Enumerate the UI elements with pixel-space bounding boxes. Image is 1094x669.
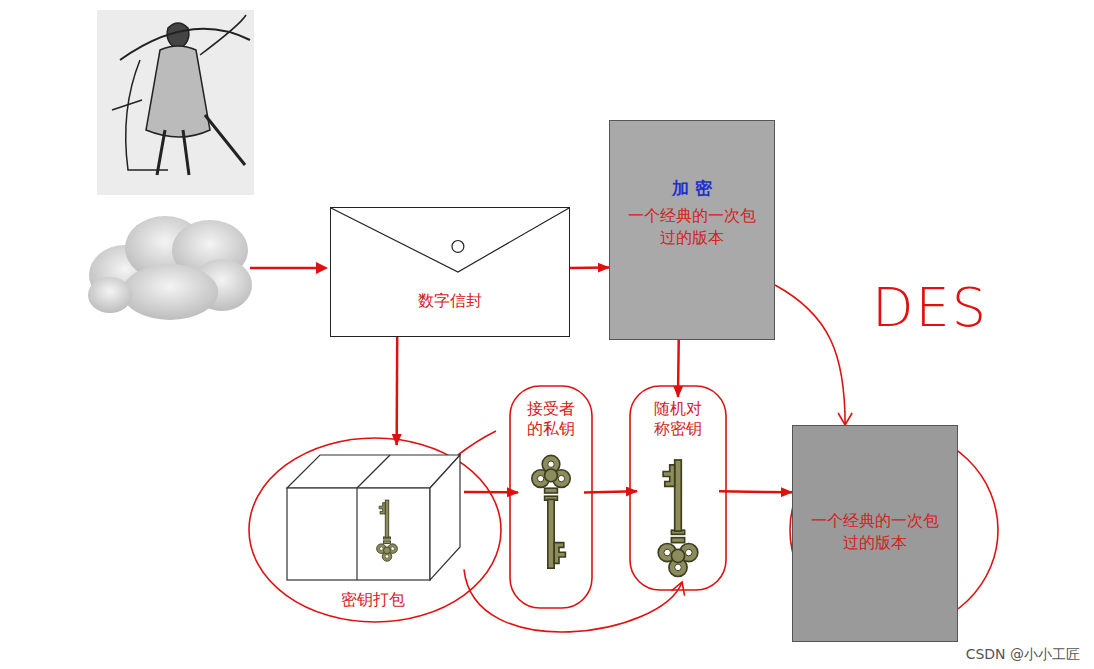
node-text: 一个经典的一次包 过的版本 (808, 510, 942, 553)
node-text: 加 密 (610, 177, 774, 200)
symmetric-key: 随机对 称密钥 (637, 397, 719, 582)
watermark: CSDN @小小工匠 (964, 646, 1082, 664)
private-key: 接受者 的私钥 (518, 397, 584, 577)
decrypted-box: 一个经典的一次包 过的版本 (792, 425, 958, 642)
flow-arrow (584, 491, 637, 492)
flow-arrow (464, 491, 518, 494)
flow-arrow (719, 490, 792, 493)
key-package-shape (282, 445, 464, 613)
node-text: 随机对 称密钥 (652, 399, 705, 439)
encrypt-box: 加 密一个经典的一次包 过的版本 (609, 120, 775, 340)
node-text: 一个经典的一次包 过的版本 (625, 205, 759, 248)
warrior-illustration (97, 10, 254, 195)
node-text: 密钥打包 (282, 589, 464, 611)
handwritten-note: DES (872, 276, 988, 339)
digital-envelope: 数字信封 (330, 207, 570, 337)
cloud-arrow (250, 267, 318, 270)
cloud-arrowhead (316, 262, 328, 274)
node-text: 接受者 的私钥 (525, 399, 578, 439)
key-package: 密钥打包 (282, 445, 464, 613)
cloud-source (88, 216, 252, 320)
flow-arrow (395, 337, 398, 445)
digital-envelope-shape (331, 208, 569, 336)
node-text: 数字信封 (331, 290, 569, 312)
hand-drawn-arrow (464, 569, 682, 632)
flow-arrow (677, 340, 680, 397)
flow-arrow (570, 266, 609, 269)
hand-drawn-arrow (775, 285, 845, 425)
